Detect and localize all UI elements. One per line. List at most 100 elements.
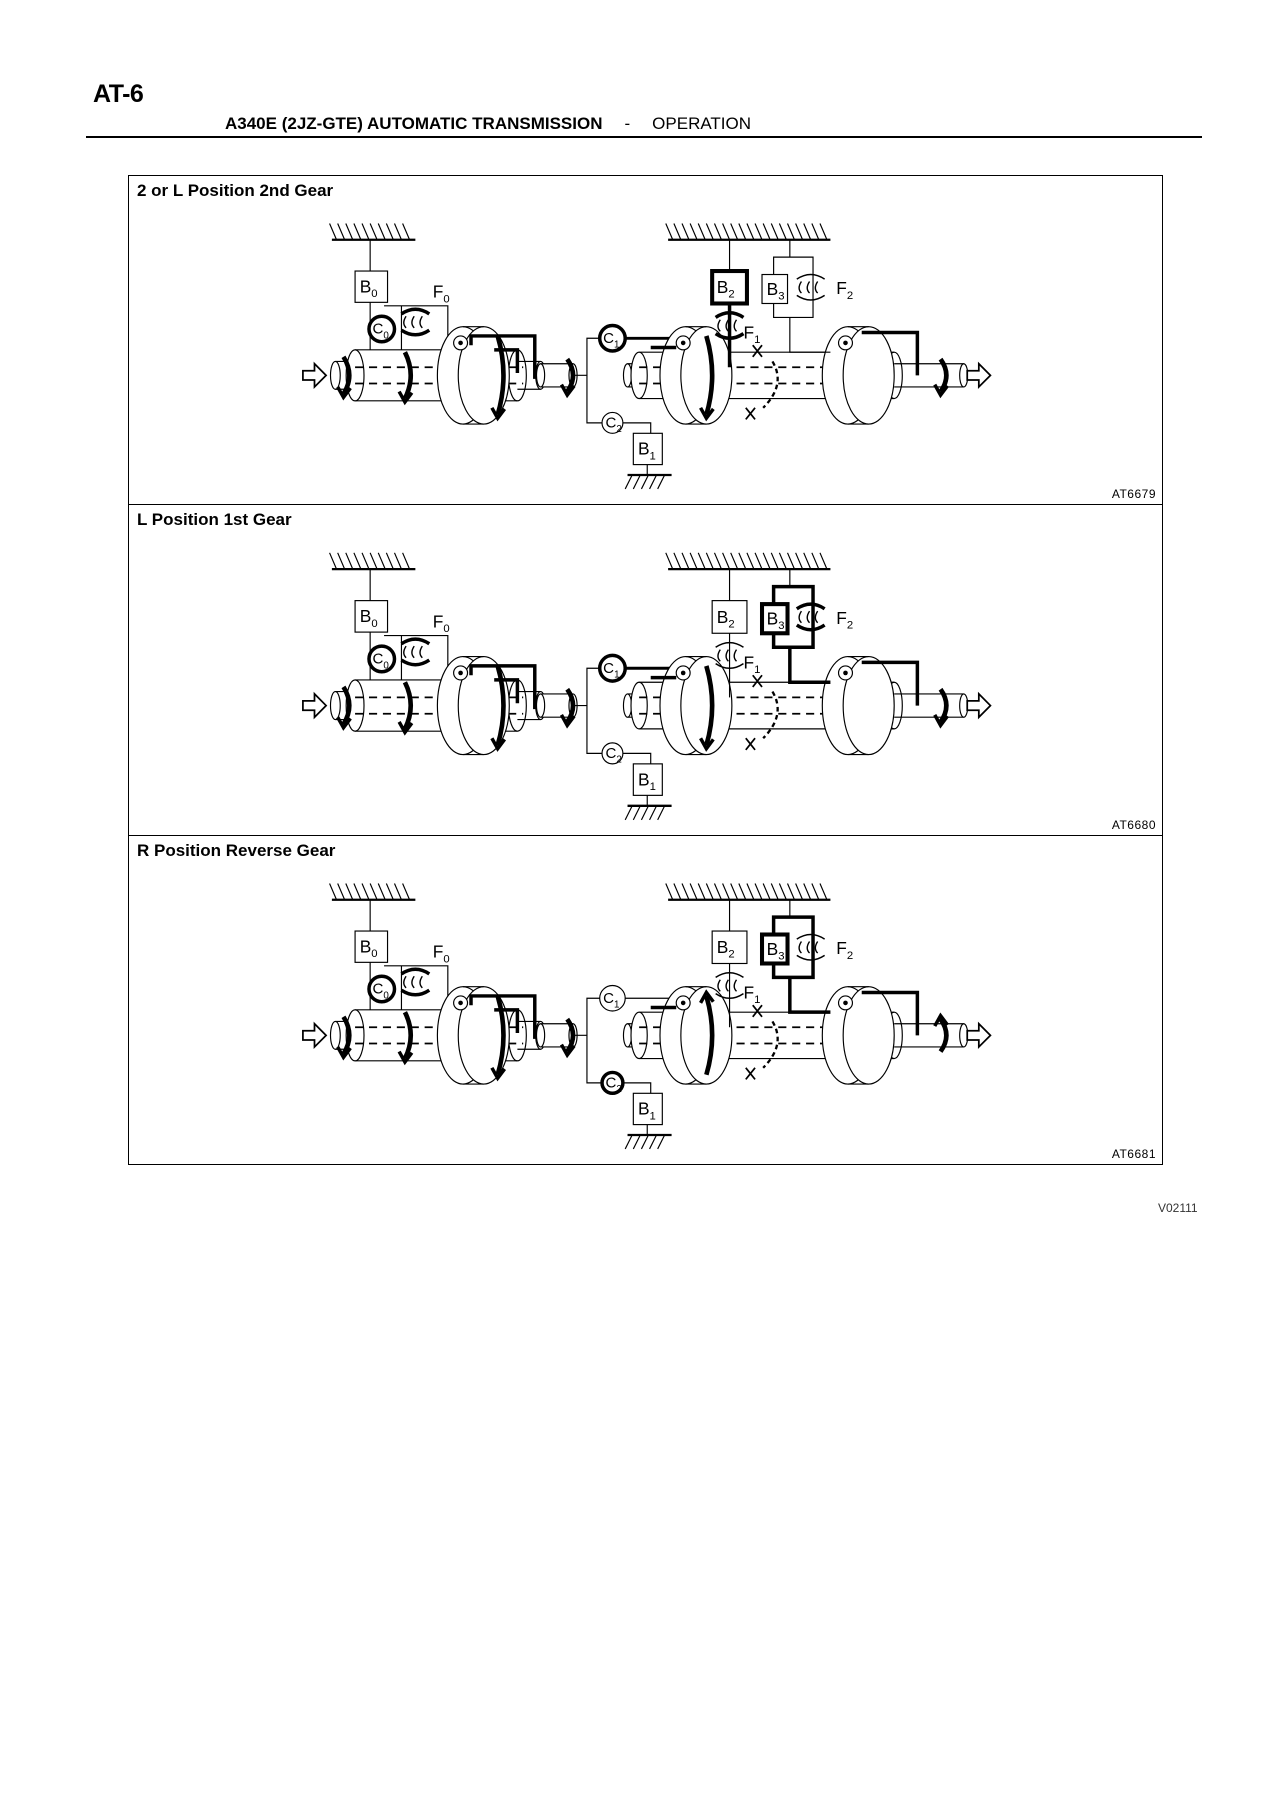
brake-b3-box	[759, 602, 790, 636]
front-ring-rotation-arrow-head	[699, 737, 715, 752]
label-c1: C1	[603, 990, 619, 1011]
label-letter: F	[836, 278, 847, 298]
overdrive-gearset-pinion-center	[458, 1000, 463, 1006]
page-header: A340E (2JZ-GTE) AUTOMATIC TRANSMISSION-O…	[225, 114, 751, 134]
ring-rotation-arrow-head	[490, 1066, 507, 1082]
label-subscript: 0	[383, 330, 389, 341]
input-rotation-arrow-head	[336, 716, 352, 731]
intermediate-rotation-arrow-head	[559, 383, 576, 399]
label-subscript: 3	[778, 290, 784, 302]
input-rotation-arrow-head	[336, 1046, 352, 1061]
label-f1: F1	[743, 322, 760, 346]
clutch-c0-circle	[367, 974, 397, 1004]
header-title: A340E (2JZ-GTE) AUTOMATIC TRANSMISSION	[225, 114, 603, 133]
label-subscript: 1	[754, 994, 760, 1006]
label-c2: C2	[606, 745, 622, 766]
label-letter: B	[360, 606, 372, 626]
ground-hatch	[665, 552, 828, 570]
intermediate-shaft	[540, 363, 574, 387]
clutch-c2-circle	[600, 1070, 625, 1096]
label-letter: B	[717, 607, 729, 627]
front-planetary-pinion-center	[680, 340, 686, 346]
ground-hatch	[329, 223, 411, 240]
label-letter: F	[836, 938, 847, 958]
label-b1: B1	[638, 439, 656, 463]
f2-symbol	[796, 273, 826, 301]
c1-feed	[586, 997, 600, 1036]
label-b2: B2	[717, 277, 735, 301]
label-letter: C	[606, 745, 617, 762]
label-b3: B3	[767, 608, 785, 632]
intermediate-rotation-arrow-head	[559, 1043, 576, 1059]
input-rotation-arrow	[341, 355, 352, 396]
label-subscript: 0	[371, 618, 377, 630]
front-ring-rotation-arrow	[704, 335, 715, 416]
rear-carrier-link	[789, 317, 831, 353]
output-rotation-arrow	[938, 1017, 949, 1053]
f1-symbol-rollers	[717, 979, 738, 992]
label-b0: B0	[360, 276, 378, 300]
f1-symbol	[714, 311, 745, 340]
intermediate-rotation-arrow-head	[559, 714, 576, 729]
intermediate-shaft	[540, 1023, 574, 1047]
rear-ring-link	[861, 990, 920, 1036]
label-subscript: 0	[371, 948, 377, 960]
label-letter: C	[372, 321, 383, 338]
label-letter: B	[638, 769, 650, 789]
label-letter: F	[836, 608, 847, 628]
overdrive-gearset-pinion-center	[458, 670, 463, 676]
label-subscript: 2	[847, 620, 853, 632]
c2-out	[622, 422, 652, 434]
label-c1: C1	[603, 330, 619, 351]
f2-symbol	[796, 933, 826, 961]
label-subscript: 0	[443, 953, 449, 965]
front-ring-rotation-arrow	[704, 665, 715, 746]
label-subscript: 1	[614, 670, 619, 681]
label-subscript: 1	[754, 334, 760, 346]
label-subscript: 0	[371, 288, 377, 300]
label-subscript: 2	[728, 289, 734, 301]
output-arrow-icon	[966, 691, 992, 720]
rear-planetary-pinion-center	[843, 340, 848, 346]
f0-symbol	[400, 967, 431, 997]
label-b2: B2	[717, 607, 735, 631]
brake-b2-box	[711, 930, 748, 965]
label-f2: F2	[836, 608, 853, 632]
label-b3: B3	[767, 939, 785, 963]
f0-symbol-rollers	[403, 975, 423, 989]
f0-symbol-rollers	[403, 645, 423, 659]
label-letter: B	[360, 276, 372, 296]
brake-b1-box	[632, 763, 663, 796]
label-f2: F2	[836, 938, 853, 962]
dashed-rotation-arrow	[762, 360, 779, 409]
sun-rotation-arrow	[402, 681, 414, 730]
label-c1: C1	[603, 660, 619, 681]
intermediate-shaft	[540, 693, 574, 718]
ground-hatch	[665, 223, 828, 240]
label-b0: B0	[360, 606, 378, 630]
label-letter: B	[360, 936, 372, 956]
label-subscript: 2	[728, 618, 734, 630]
sun-sleeve-end	[630, 681, 648, 730]
ring-rotation-arrow-head	[490, 406, 507, 422]
label-letter: C	[603, 660, 614, 677]
output-arrow-icon	[966, 361, 992, 390]
label-subscript: 2	[616, 755, 621, 766]
label-c0: C0	[372, 981, 389, 1002]
f2-symbol-rollers	[798, 610, 819, 624]
figure-code: AT6681	[1111, 1147, 1156, 1161]
input-rotation-arrow	[341, 685, 352, 726]
output-rotation-arrow	[938, 357, 949, 393]
intermediate-shaft-end	[535, 1023, 546, 1048]
ground-hatch	[624, 474, 666, 490]
header-section: OPERATION	[652, 114, 752, 133]
label-c2: C2	[606, 415, 622, 436]
label-subscript: 1	[650, 1110, 656, 1122]
label-subscript: 2	[847, 290, 853, 302]
document-id: V02111	[1158, 1201, 1198, 1215]
ground-hatch	[329, 883, 411, 900]
overdrive-sleeve-end	[345, 1009, 365, 1062]
sun-rotation-arrow-head	[397, 390, 414, 406]
intermediate-shaft-end	[535, 693, 546, 718]
label-letter: C	[606, 1075, 617, 1092]
